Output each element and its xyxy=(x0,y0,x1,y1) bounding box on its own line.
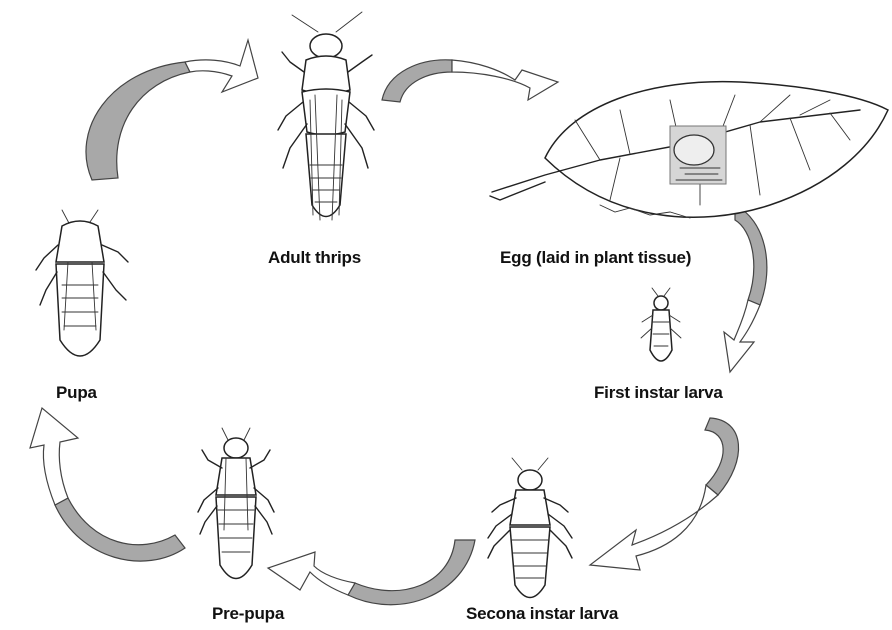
adult-thrips-illustration xyxy=(278,12,374,220)
label-second-instar-larva: Secona instar larva xyxy=(466,604,618,624)
arrow-pupa-to-adult xyxy=(86,40,258,180)
leaf-illustration xyxy=(490,82,888,218)
arrow-pre-pupa-to-pupa xyxy=(30,408,185,561)
label-egg: Egg (laid in plant tissue) xyxy=(500,248,691,268)
label-pupa: Pupa xyxy=(56,383,97,403)
pre-pupa-illustration xyxy=(198,428,274,579)
arrow-adult-to-egg xyxy=(382,60,558,102)
first-instar-larva-illustration xyxy=(641,288,681,361)
label-adult-thrips: Adult thrips xyxy=(268,248,361,268)
label-pre-pupa: Pre-pupa xyxy=(212,604,284,624)
label-first-instar-larva: First instar larva xyxy=(594,383,723,403)
second-instar-larva-illustration xyxy=(488,458,572,598)
arrow-egg-to-first-instar xyxy=(724,205,767,372)
arrow-first-to-second-instar xyxy=(590,418,739,570)
pupa-illustration xyxy=(36,210,128,356)
arrow-second-instar-to-pre-pupa xyxy=(268,540,475,605)
